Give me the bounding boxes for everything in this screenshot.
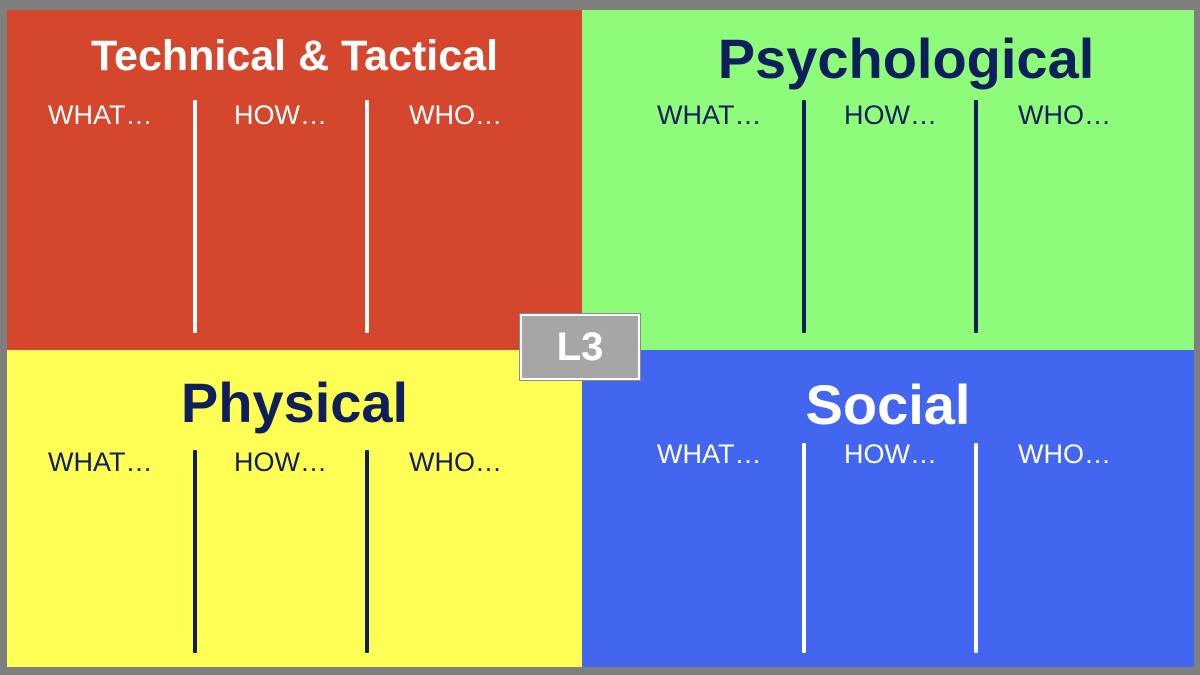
level-badge: L3 bbox=[519, 313, 641, 381]
column-divider bbox=[365, 450, 369, 653]
quadrant-title: Psychological bbox=[717, 27, 1095, 90]
column-divider bbox=[193, 100, 197, 333]
column-divider bbox=[802, 100, 806, 333]
column-label-what: WHAT… bbox=[48, 100, 153, 130]
quadrant-psychological: Psychological WHAT… HOW… WHO… bbox=[582, 10, 1194, 350]
quadrant-social: Social WHAT… HOW… WHO… bbox=[582, 350, 1194, 667]
column-divider bbox=[974, 100, 978, 333]
column-label-how: HOW… bbox=[234, 447, 327, 477]
column-label-what: WHAT… bbox=[657, 439, 762, 469]
slide: Technical & Tactical WHAT… HOW… WHO… Psy… bbox=[7, 10, 1194, 667]
column-divider bbox=[974, 443, 978, 653]
column-label-who: WHO… bbox=[409, 100, 502, 130]
quadrant-physical: Physical WHAT… HOW… WHO… bbox=[7, 350, 582, 667]
column-label-who: WHO… bbox=[1018, 100, 1111, 130]
column-divider bbox=[365, 100, 369, 333]
column-divider bbox=[193, 450, 197, 653]
quadrant-title: Physical bbox=[180, 371, 409, 434]
column-label-who: WHO… bbox=[1018, 439, 1111, 469]
quadrant-title: Social bbox=[805, 373, 971, 436]
column-label-how: HOW… bbox=[844, 100, 937, 130]
quadrant-title: Technical & Tactical bbox=[90, 32, 499, 80]
column-label-what: WHAT… bbox=[48, 447, 153, 477]
column-divider bbox=[802, 443, 806, 653]
column-label-what: WHAT… bbox=[657, 100, 762, 130]
column-label-who: WHO… bbox=[409, 447, 502, 477]
column-label-how: HOW… bbox=[844, 439, 937, 469]
column-label-how: HOW… bbox=[234, 100, 327, 130]
quadrant-technical-tactical: Technical & Tactical WHAT… HOW… WHO… bbox=[7, 10, 582, 350]
